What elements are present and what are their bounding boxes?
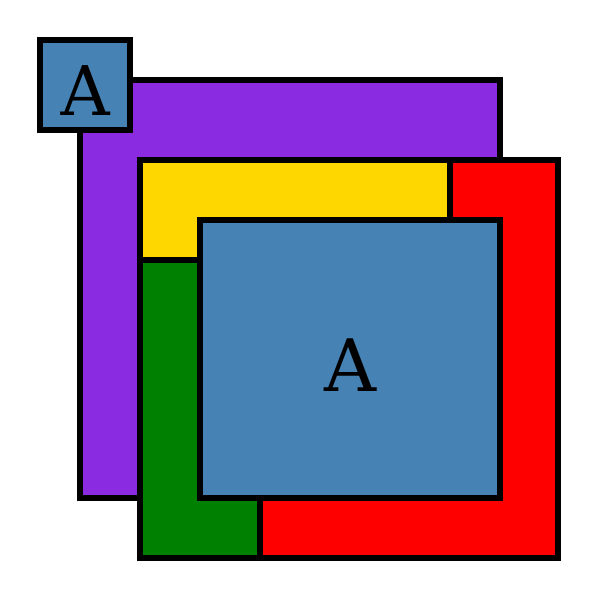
corner-blue-square bbox=[37, 37, 133, 133]
center-label: A bbox=[323, 324, 377, 408]
corner-label: A bbox=[59, 53, 110, 132]
center-blue-square bbox=[197, 217, 503, 501]
